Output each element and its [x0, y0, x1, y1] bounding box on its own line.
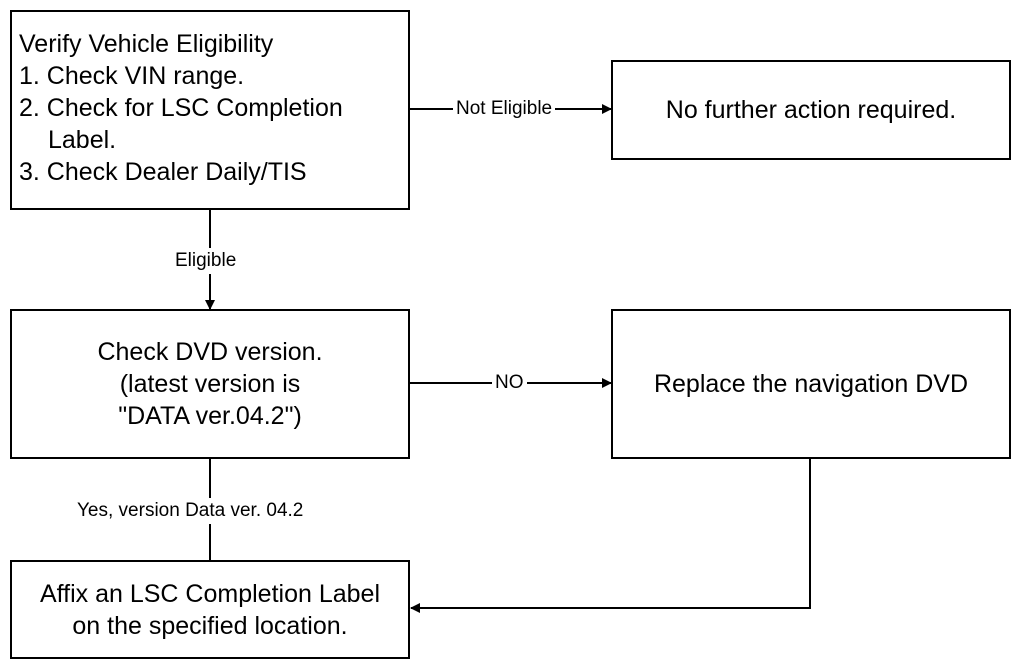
verify-step-1: 1. Check VIN range. — [19, 62, 245, 90]
check-dvd-line-1: Check DVD version. — [97, 338, 323, 366]
no-action-box: No further action required. — [611, 60, 1011, 160]
edge-label-yes-version: Yes, version Data ver. 04.2 — [74, 498, 307, 524]
verify-step-3: 3. Check Dealer Daily/TIS — [19, 158, 307, 186]
edge-label-not-eligible: Not Eligible — [453, 98, 556, 120]
edge-replace-to-affix-arrow — [410, 459, 811, 613]
affix-line-2: on the specified location. — [72, 611, 348, 640]
check-dvd-box: Check DVD version. (latest version is "D… — [10, 309, 410, 459]
replace-dvd-text: Replace the navigation DVD — [653, 370, 969, 398]
edge-label-eligible: Eligible — [172, 248, 240, 274]
affix-label-box: Affix an LSC Completion Label on the spe… — [10, 560, 410, 659]
edge-label-no: NO — [492, 372, 527, 394]
check-dvd-line-2: (latest version is — [119, 370, 301, 398]
verify-step-2-continued: Label. — [48, 126, 117, 154]
verify-title: Verify Vehicle Eligibility — [19, 30, 274, 58]
verify-step-2: 2. Check for LSC Completion — [19, 94, 343, 122]
verify-eligibility-box: Verify Vehicle Eligibility 1. Check VIN … — [10, 10, 410, 210]
replace-dvd-box: Replace the navigation DVD — [611, 309, 1011, 459]
no-action-text: No further action required. — [665, 96, 957, 124]
affix-line-1: Affix an LSC Completion Label — [39, 579, 380, 608]
check-dvd-line-3: "DATA ver.04.2") — [118, 402, 302, 430]
